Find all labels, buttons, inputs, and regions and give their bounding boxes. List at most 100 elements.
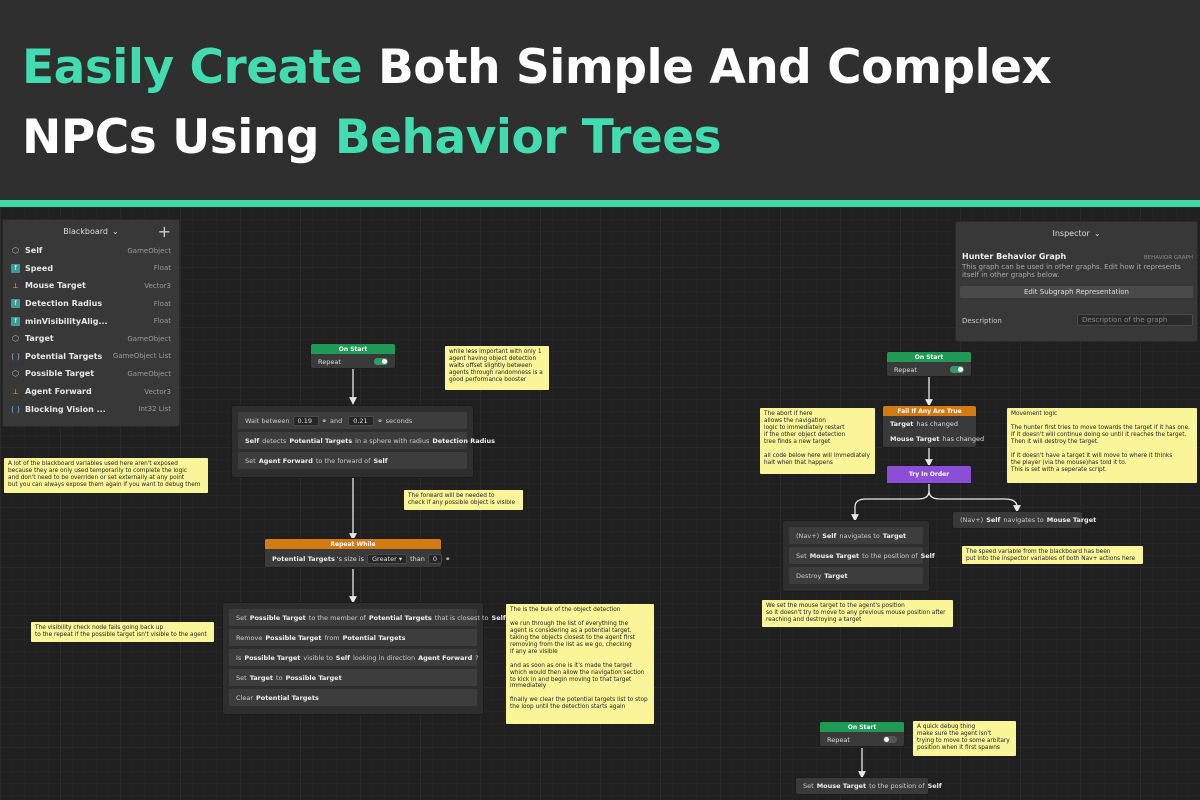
inspector-header[interactable]: Inspector⌄ — [1052, 228, 1101, 238]
on-start-node-1[interactable]: On Start Repeat — [310, 343, 396, 369]
sticky-note-movement-logic[interactable]: Movement logic The hunter first tries to… — [1007, 408, 1197, 483]
float-icon: f — [11, 299, 20, 309]
variable-type: GameObject List — [112, 352, 171, 361]
repeat-toggle[interactable] — [950, 366, 964, 373]
sticky-note-performance[interactable]: while less important with only 1 agent h… — [445, 346, 549, 390]
variable-name: Possible Target — [25, 369, 95, 379]
behavior-graph-tag: BEHAVIOR GRAPH — [1143, 255, 1193, 261]
inspector-panel: Inspector⌄ Hunter Behavior Graph This gr… — [955, 221, 1198, 342]
graph-wires — [349, 367, 1021, 779]
blackboard-variable[interactable]: ( ) Blocking Vision ... Int32 List — [3, 400, 179, 418]
chevron-down-icon: ⌄ — [112, 226, 119, 236]
edit-subgraph-button[interactable]: Edit Subgraph Representation — [960, 285, 1193, 298]
wait-max-field[interactable]: 0.21 — [348, 415, 375, 426]
variable-type: Int32 List — [138, 405, 171, 414]
sticky-note-speed[interactable]: The speed variable from the blackboard h… — [962, 546, 1143, 564]
gameobject-icon: ⬡ — [12, 334, 19, 344]
wait-min-field[interactable]: 0.19 — [292, 415, 319, 426]
repeat-while-node[interactable]: Repeat While Potential Targets 's size i… — [264, 538, 451, 568]
link-icon: ⚭ — [445, 554, 451, 563]
wait-node[interactable]: Wait between 0.19⚭ and 0.21⚭ seconds — [238, 412, 467, 429]
vector3-icon: ⟂ — [12, 386, 19, 396]
blackboard-variable[interactable]: ⬡ Target GameObject — [3, 330, 179, 348]
float-icon: f — [11, 263, 20, 273]
variable-name: Speed — [25, 263, 54, 273]
wire-try-to-nav-mouse — [928, 490, 1021, 513]
link-icon: ⚭ — [321, 416, 327, 425]
detection-sequence[interactable]: Wait between 0.19⚭ and 0.21⚭ seconds Sel… — [231, 405, 495, 478]
variable-name: Mouse Target — [25, 281, 86, 291]
vector3-icon: ⟂ — [12, 280, 19, 290]
headline-line-1: Easily Create Both Simple And Complex — [22, 40, 1052, 95]
float-icon: f — [11, 316, 20, 326]
variable-type: Float — [153, 264, 171, 273]
variable-name: Agent Forward — [25, 387, 92, 397]
chevron-down-icon: ⌄ — [1093, 228, 1101, 238]
sticky-note-mouse-target[interactable]: We set the mouse target to the agent's p… — [762, 600, 953, 627]
repeat-toggle[interactable] — [883, 736, 897, 743]
variable-type: GameObject — [127, 334, 171, 343]
list-icon: ( ) — [11, 404, 20, 414]
variable-name: Blocking Vision ... — [25, 404, 106, 414]
sticky-note-forward[interactable]: The forward will be needed to check if a… — [404, 490, 523, 510]
list-icon: ( ) — [11, 351, 20, 361]
variable-type: Float — [153, 299, 171, 308]
description-label: Description — [962, 317, 1002, 325]
try-in-order-node[interactable]: Try In Order — [886, 465, 972, 484]
wire-try-to-nav — [851, 483, 930, 522]
on-start-node-3[interactable]: On Start Repeat — [819, 721, 905, 747]
description-input[interactable]: Description of the graph — [1077, 314, 1193, 326]
banner-accent-line — [0, 200, 1200, 207]
sticky-note-debug[interactable]: A quick debug thing make sure the agent … — [913, 721, 1016, 756]
sticky-note-abort[interactable]: The abort if here allows the navigation … — [760, 408, 875, 474]
sticky-note-visibility-check[interactable]: The visibility check node fails going ba… — [31, 622, 214, 642]
variable-name: Potential Targets — [25, 351, 103, 361]
blackboard-header[interactable]: Blackboard⌄ + — [63, 222, 171, 241]
sticky-note-object-detection[interactable]: The is the bulk of the object detection … — [506, 604, 654, 724]
blackboard-variable[interactable]: ( ) Potential Targets GameObject List — [3, 348, 179, 366]
sticky-note-blackboard[interactable]: A lot of the blackboard variables used h… — [4, 458, 208, 493]
size-value-field[interactable]: 0 — [427, 553, 443, 564]
blackboard-variable[interactable]: ⟂ Agent Forward Vector3 — [3, 383, 179, 401]
link-icon: ⚭ — [377, 416, 383, 425]
variable-name: Target — [25, 334, 54, 344]
operator-dropdown[interactable]: Greater ▾ — [367, 553, 408, 564]
gameobject-icon: ⬡ — [12, 246, 19, 256]
repeat-toggle[interactable] — [374, 358, 388, 365]
variable-type: Float — [153, 317, 171, 326]
banner: Easily Create Both Simple And Complex NP… — [0, 0, 1200, 200]
graph-name: Hunter Behavior Graph — [962, 252, 1067, 261]
add-variable-plus-icon[interactable]: + — [157, 222, 171, 241]
variable-type: GameObject — [127, 369, 171, 378]
on-start-node-2[interactable]: On Start Repeat — [886, 351, 972, 377]
blackboard-variable[interactable]: f Speed Float — [3, 260, 179, 278]
dropdown-arrow-icon: ▾ — [398, 554, 403, 563]
variable-name: Self — [25, 246, 43, 256]
variable-type: Vector3 — [144, 387, 171, 396]
